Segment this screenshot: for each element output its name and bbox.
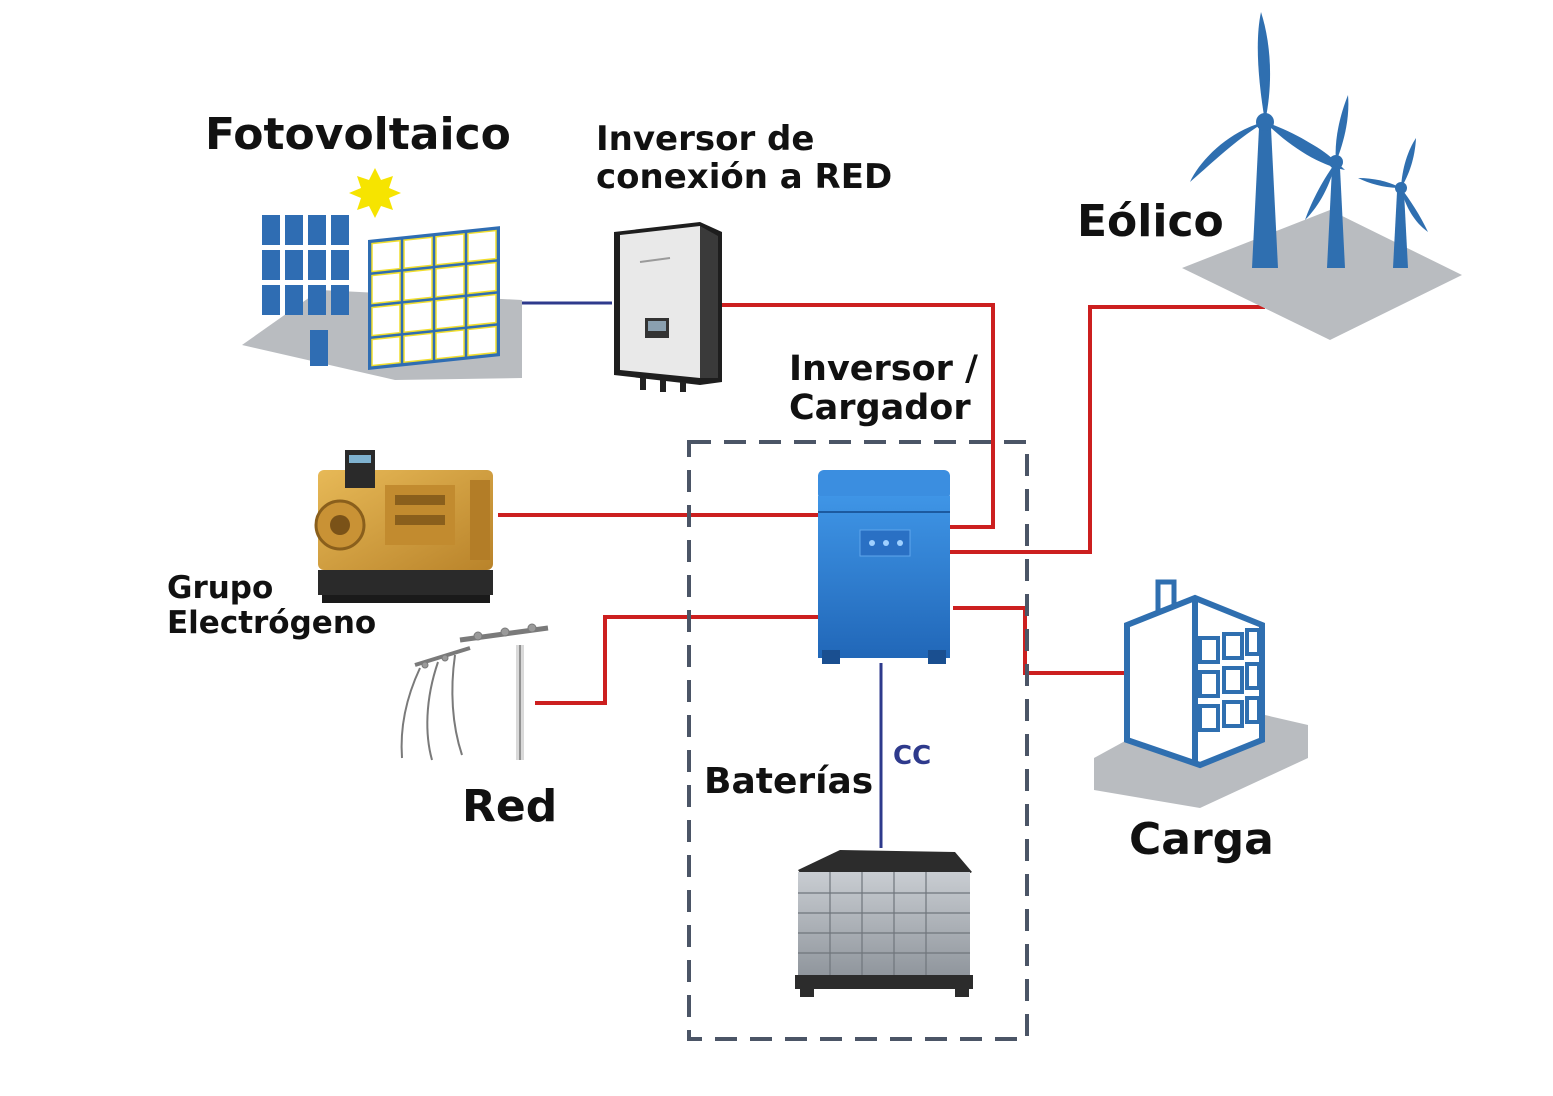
label-grid-inverter-line2: conexión a RED (596, 157, 893, 198)
ac-line-grid-to-inverter-charger (535, 615, 818, 705)
label-grid-inverter-line1: Inversor de (596, 119, 815, 159)
label-inverter-charger-line1: Inversor / (789, 349, 978, 389)
label-inverter-charger-line2: Cargador (789, 388, 971, 429)
label-fotovoltaico: Fotovoltaico (205, 109, 511, 160)
ac-line-grid-inverter-to-inverter-charger (722, 303, 995, 529)
label-generator: Grupo Electrógeno (167, 571, 376, 640)
building-load-icon (1094, 579, 1308, 808)
ac-line-wind-to-inverter-charger (945, 305, 1265, 554)
label-carga: Carga (1129, 814, 1274, 865)
label-grid-inverter: Inversor de conexión a RED (596, 120, 892, 196)
label-inverter-charger: Inversor / Cargador (789, 349, 978, 429)
label-red: Red (462, 781, 558, 832)
wind-turbine-icon (1182, 12, 1462, 340)
ac-line-inverter-charger-to-load (953, 606, 1125, 675)
label-baterias: Baterías (704, 761, 874, 802)
inverter-charger-icon (818, 470, 950, 664)
label-generator-line2: Electrógeno (167, 604, 377, 641)
grid-tie-inverter-icon (614, 222, 722, 392)
solar-panel-icon (242, 168, 522, 380)
inverter-battery-dashed-box (687, 440, 1029, 1041)
label-generator-line1: Grupo (167, 570, 274, 606)
label-cc: CC (893, 741, 932, 771)
generator-icon (314, 445, 497, 605)
power-pole-icon (400, 623, 549, 761)
label-eolico: Eólico (1077, 196, 1224, 247)
battery-bank-icon (795, 850, 973, 997)
sun-icon (349, 168, 401, 218)
